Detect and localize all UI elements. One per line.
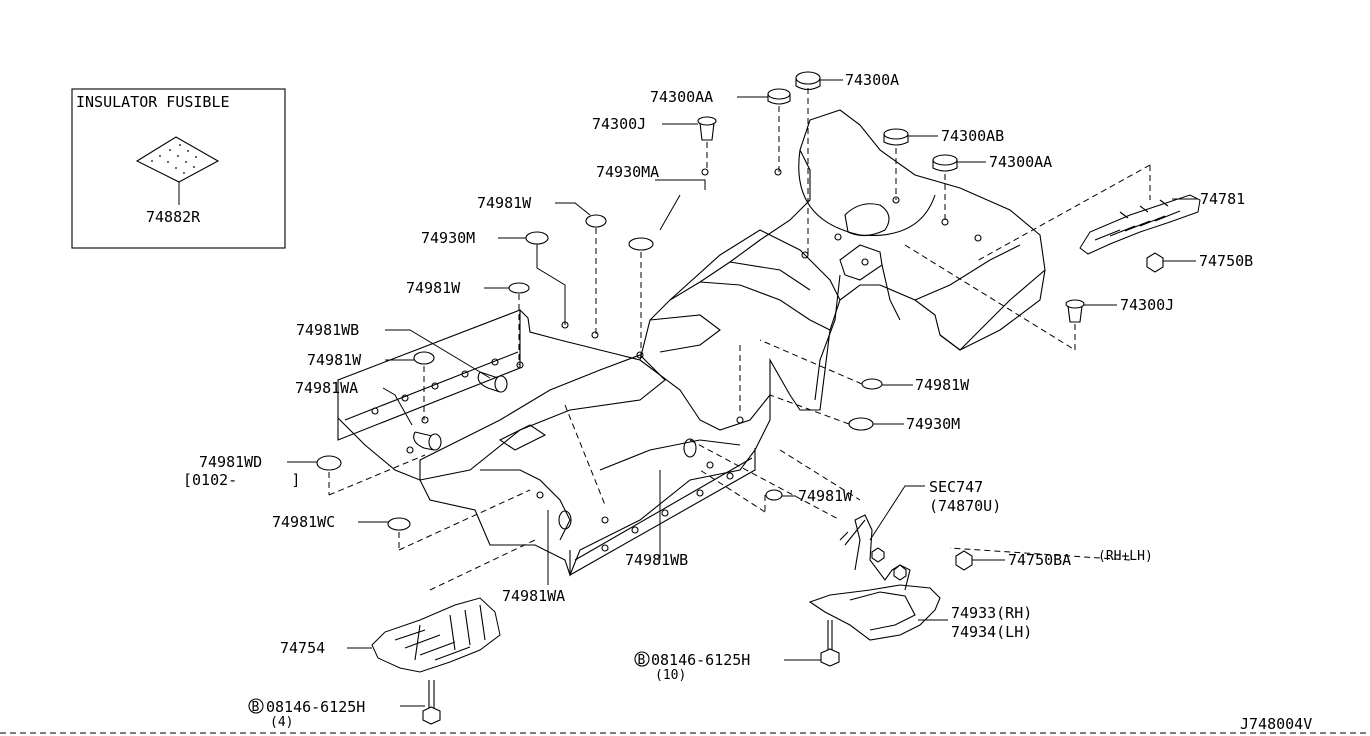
bolt-right-prefix: B [638,653,646,668]
insulator-dots [151,144,197,174]
floor-panel [337,109,1046,577]
label-74981W-lower: 74981W [798,487,853,505]
label-74981WB-lower: 74981WB [625,551,688,569]
right-sill [569,448,756,576]
bolt-left [422,680,441,725]
label-74750B: 74750B [1199,252,1253,270]
plug-74981W-a [585,214,607,228]
label-74981W-a: 74981W [477,194,532,212]
part-label-74882R: 74882R [146,208,201,226]
label-74981W-b: 74981W [406,279,461,297]
inset-frame [71,88,286,249]
plug-74981WA-left [428,433,442,451]
label-bolt-right-qty: (10) [655,668,686,683]
label-74981WD: 74981WD [199,453,262,471]
label-bolt-left-qty: (4) [270,715,293,730]
floor-holes [406,168,982,530]
label-74981WC: 74981WC [272,513,335,531]
label-bolt-right: 08146-6125H [651,651,750,669]
plug-74981W-right [861,378,883,390]
bolt-right [820,620,840,667]
inset-title: INSULATOR FUSIBLE [76,93,230,111]
plug-74981WD [316,455,342,471]
label-74781: 74781 [1200,190,1245,208]
label-74934: 74934(LH) [951,623,1032,641]
plug-74930MA [628,237,654,251]
label-74933: 74933(RH) [951,604,1032,622]
label-sec747: SEC747 [929,478,983,496]
cover-74754 [371,597,501,673]
label-74981WB-left: 74981WB [296,321,359,339]
label-74750BA-note: (RH+LH) [1098,549,1153,564]
plug-74930M-right [848,417,874,431]
dashed-lines [328,88,1151,591]
label-74981WA-lower: 74981WA [502,587,565,605]
plug-74300AA-top [767,88,791,100]
clip-74300J-top [697,116,717,126]
label-sec747-sub: (74870U) [929,497,1001,515]
bolt-left-marker [248,698,264,714]
insulator-fusible-inset: INSULATOR FUSIBLE 74882R [71,88,286,249]
leader-lines [287,79,1197,707]
bolt-right-marker [634,651,650,667]
label-74300J-top: 74300J [592,115,646,133]
drawing-id: J748004V [1240,715,1312,733]
left-sill [337,310,521,441]
label-74754: 74754 [280,639,325,657]
plug-74981WB-left [494,375,508,393]
plugs [316,71,1164,571]
label-74930MA: 74930MA [596,163,659,181]
part-labels: 74300A 74300AA 74300J 74300AB 74300AA 74… [183,71,1312,733]
clip-74300J-right [1065,299,1085,309]
bolt-left-prefix: B [252,700,260,715]
insulator-pad [135,136,220,183]
cover-74781 [1079,194,1201,255]
plug-74981W-c [413,351,435,365]
label-74750BA: 74750BA [1008,551,1071,569]
plug-74300AA-right [932,154,958,166]
label-74981W-right: 74981W [915,376,970,394]
plug-74300A [795,71,821,85]
label-74981WD-range: [0102- ] [183,471,300,489]
plug-74981WC [387,517,411,531]
label-bolt-left: 08146-6125H [266,698,365,716]
label-74300AA-right: 74300AA [989,153,1052,171]
label-74300AA-top: 74300AA [650,88,713,106]
label-74300AB: 74300AB [941,127,1004,145]
nut-74750B [1146,252,1164,273]
label-74300A: 74300A [845,71,899,89]
plug-74981W-lower [765,489,783,501]
label-74300J-right: 74300J [1120,296,1174,314]
plug-74300AB [883,128,909,140]
label-74981W-c: 74981W [307,351,362,369]
nut-74750BA [955,550,973,571]
plug-74930M-left [525,231,549,245]
label-74981WA-left: 74981WA [295,379,358,397]
brackets-74933-74934 [808,514,941,641]
label-74930M-right: 74930M [906,415,960,433]
label-74930M-left: 74930M [421,229,475,247]
plug-74981W-b [508,282,530,294]
